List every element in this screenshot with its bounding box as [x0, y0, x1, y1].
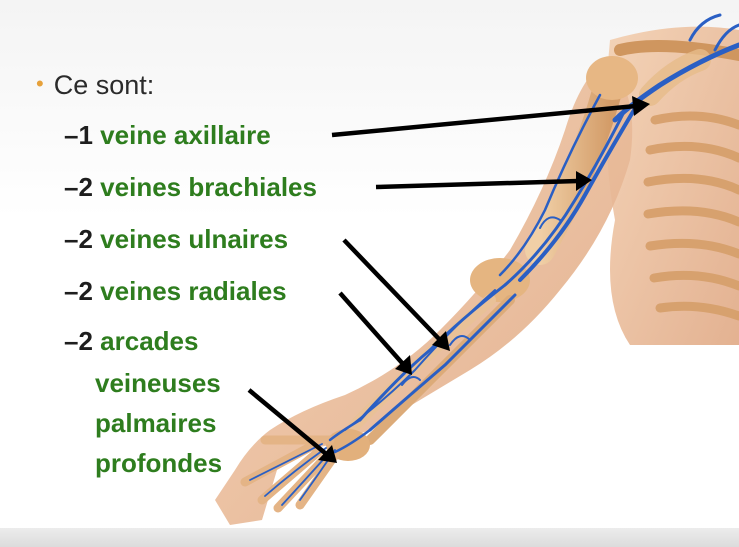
- item-dash: –: [64, 120, 78, 150]
- list-item-axillaire: –1 veine axillaire: [64, 120, 271, 150]
- list-item-radiales: –2 veines radiales: [64, 276, 287, 306]
- item-dash: –: [64, 172, 78, 202]
- list-item-brachiales: –2 veines brachiales: [64, 172, 317, 202]
- intro-text: Ce sont:: [54, 70, 155, 100]
- item-continuation: palmaires: [95, 408, 216, 438]
- item-count: 1: [78, 120, 92, 150]
- item-name: arcades: [100, 326, 198, 356]
- item-name: veine axillaire: [100, 120, 271, 150]
- item-dash: –: [64, 276, 78, 306]
- list-item-ulnaires: –2 veines ulnaires: [64, 224, 288, 254]
- item-dash: –: [64, 326, 78, 356]
- bullet-icon: •: [36, 71, 44, 96]
- bottom-band: [0, 528, 739, 547]
- item-continuation: profondes: [95, 448, 222, 478]
- list-item-arcades: –2 arcades: [64, 326, 198, 356]
- item-count: 2: [78, 326, 92, 356]
- intro-line: • Ce sont:: [36, 70, 154, 101]
- item-name: veines brachiales: [100, 172, 317, 202]
- item-count: 2: [78, 276, 92, 306]
- item-count: 2: [78, 224, 92, 254]
- item-dash: –: [64, 224, 78, 254]
- item-name: veines radiales: [100, 276, 286, 306]
- item-name: veines ulnaires: [100, 224, 288, 254]
- item-count: 2: [78, 172, 92, 202]
- item-continuation: veineuses: [95, 368, 221, 398]
